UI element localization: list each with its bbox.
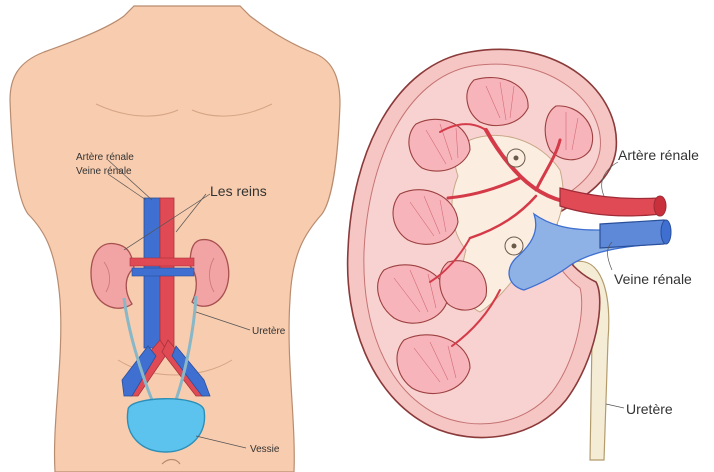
label-bladder: Vessie (250, 444, 280, 455)
section-labels: Artère rénale Veine rénale Uretère (602, 147, 699, 417)
section-renal-artery (560, 188, 662, 216)
body-renal-vein (132, 268, 194, 276)
body-renal-artery (130, 258, 194, 266)
label-kidneys: Les reins (210, 183, 267, 199)
label-body-renal-artery: Artère rénale (76, 152, 134, 163)
label-body-ureter: Uretère (252, 326, 286, 337)
label-section-renal-vein: Veine rénale (614, 271, 692, 287)
label-section-ureter: Uretère (626, 401, 673, 417)
label-section-renal-artery: Artère rénale (618, 147, 699, 163)
kidney-section (348, 49, 671, 460)
label-body-renal-vein: Veine rénale (76, 166, 132, 177)
